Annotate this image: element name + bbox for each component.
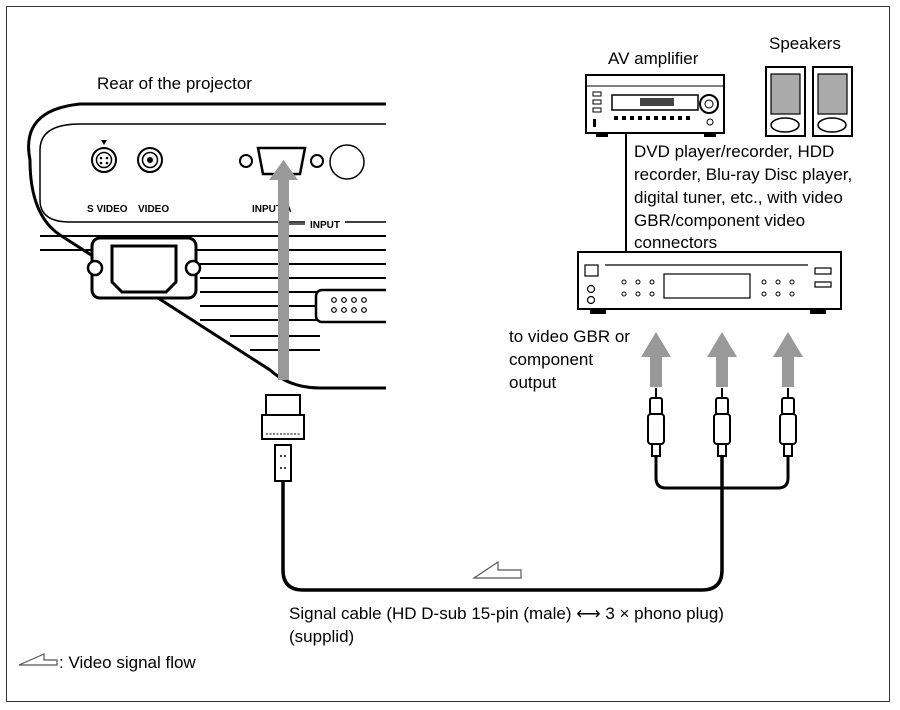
- legend-label: : Video signal flow: [59, 653, 196, 672]
- signal-flow-arrow-icon: [18, 653, 58, 666]
- video-port-icon: [137, 147, 163, 173]
- dvd-desc-line: GBR/component video: [634, 211, 806, 230]
- output-desc-line: component: [509, 350, 594, 369]
- video-label: VIDEO: [138, 204, 169, 215]
- output-desc-line: output: [509, 373, 557, 392]
- cable-desc-line: (supplid): [289, 627, 355, 646]
- s-video-label: S VIDEO: [87, 204, 128, 215]
- speakers: [765, 66, 853, 137]
- s-video-port-icon: [91, 140, 117, 173]
- control-keypad: [314, 288, 386, 324]
- dvd-desc-line: connectors: [634, 233, 718, 252]
- input-label: INPUT: [310, 220, 340, 231]
- input-a-label: INPUT A: [252, 204, 292, 215]
- signal-flow-arrow-icon: [269, 160, 298, 380]
- dvd-desc-line: recorder, Blu-ray Disc player,: [634, 165, 853, 184]
- av-amplifier: [585, 74, 725, 137]
- dvd-desc-line: digital tuner, etc., with video: [634, 188, 843, 207]
- projector-rear-label: Rear of the projector: [97, 74, 252, 93]
- dvd-player: [577, 133, 842, 314]
- projector-rear: S VIDEO VIDEO INPUT A INPUT: [27, 102, 386, 390]
- dvd-desc-line: DVD player/recorder, HDD: [634, 142, 835, 161]
- ir-receiver: [329, 144, 365, 180]
- speakers-label: Speakers: [769, 34, 841, 53]
- vga-port-icon: [239, 146, 324, 176]
- phono-plug-icon: [647, 388, 797, 457]
- cable-desc-line: Signal cable (HD D-sub 15-pin (male) ⟷ 3…: [289, 604, 724, 623]
- d-sub-plug-icon: [261, 394, 305, 482]
- phono-cable-split: [654, 455, 790, 490]
- signal-cable: [281, 455, 724, 592]
- power-inlet-icon: [86, 236, 202, 300]
- signal-flow-arrow-icon: [641, 332, 803, 387]
- signal-flow-arrow-icon: [472, 560, 522, 579]
- output-desc-line: to video GBR or: [509, 327, 630, 346]
- av-amplifier-label: AV amplifier: [608, 49, 699, 68]
